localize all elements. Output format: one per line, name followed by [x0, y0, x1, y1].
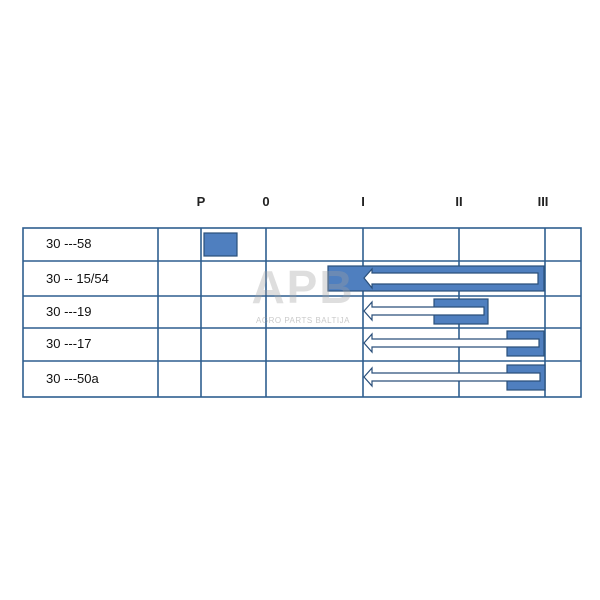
row-50a-marker: [363, 364, 546, 391]
return-arrow: [363, 366, 541, 388]
row-label-19: 30 ---19: [46, 304, 92, 319]
return-arrow: [363, 332, 540, 354]
row-19-marker: [363, 298, 489, 325]
position-label-i: I: [361, 194, 365, 209]
row-15-54-marker: [327, 265, 545, 292]
row-label-15-54: 30 -- 15/54: [46, 271, 109, 286]
return-arrow: [363, 267, 539, 290]
position-label-0: 0: [262, 194, 270, 209]
row-label-50a: 30 ---50a: [46, 371, 99, 386]
row-17-marker: [363, 330, 545, 357]
row-label-58: 30 ---58: [46, 236, 92, 251]
position-block-p: [203, 232, 238, 257]
return-arrow: [363, 300, 485, 322]
watermark-logo: APB: [251, 261, 355, 313]
position-label-iii: III: [537, 194, 549, 209]
grid: [22, 227, 582, 398]
grid-border: [22, 227, 582, 398]
position-label-ii: II: [455, 194, 463, 209]
row-label-17: 30 ---17: [46, 336, 92, 351]
watermark-subtitle: AGRO PARTS BALTIJA: [256, 316, 350, 325]
position-label-p: P: [196, 194, 206, 209]
